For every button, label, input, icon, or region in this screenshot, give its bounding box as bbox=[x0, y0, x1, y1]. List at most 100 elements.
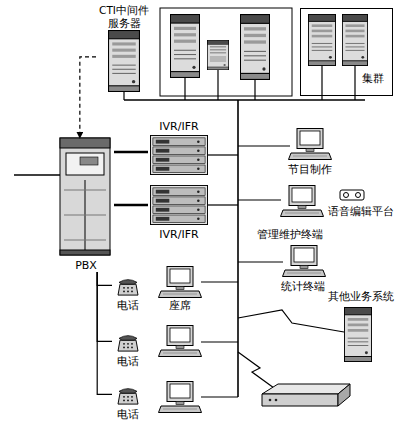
wireless-link bbox=[238, 310, 344, 332]
tape-body bbox=[340, 190, 364, 200]
router-top bbox=[262, 384, 350, 394]
phones bbox=[118, 280, 138, 404]
pbx-cabinet bbox=[60, 138, 110, 255]
wire bbox=[217, 70, 218, 100]
server-icon bbox=[342, 14, 367, 65]
server-icon bbox=[207, 40, 228, 70]
connector bbox=[114, 204, 148, 207]
text-holder: 集群 bbox=[301, 9, 392, 95]
text-holder: 电话 bbox=[112, 383, 144, 421]
text-holder: IVR/IFR bbox=[148, 120, 210, 178]
node-label: 电话 bbox=[117, 299, 139, 312]
ivr-racks bbox=[150, 135, 207, 224]
wire bbox=[208, 204, 238, 205]
phone-icon bbox=[118, 280, 138, 295]
text-holder: 其他业务系统 bbox=[324, 290, 398, 364]
server-icon bbox=[344, 307, 371, 361]
router-led bbox=[275, 399, 278, 402]
wire bbox=[208, 154, 238, 155]
connector bbox=[97, 272, 112, 394]
wire bbox=[201, 341, 238, 342]
server-icon bbox=[109, 31, 140, 92]
tape-node: 语音编辑平台 bbox=[326, 188, 396, 218]
text-holder: 统计终端 bbox=[275, 243, 331, 293]
trunk-line bbox=[14, 174, 60, 176]
terminal-node: 管理维护终端 bbox=[256, 183, 324, 241]
node-label: PBX bbox=[75, 259, 97, 272]
wire bbox=[238, 145, 290, 146]
server-group-box bbox=[160, 8, 292, 96]
phone-icon bbox=[118, 336, 138, 351]
text-holder: 语音编辑平台 bbox=[326, 188, 396, 218]
wire bbox=[201, 281, 238, 282]
node-label: 语音编辑平台 bbox=[328, 205, 394, 218]
text-holder: 节目制作 bbox=[280, 126, 340, 176]
server-icon bbox=[308, 14, 335, 65]
terminal-icon bbox=[159, 267, 202, 298]
connector bbox=[97, 272, 112, 341]
wireless-link bbox=[238, 352, 274, 388]
phone-node: 电话 bbox=[112, 330, 144, 368]
terminal-node: 节目制作 bbox=[280, 126, 340, 176]
cabinet-body bbox=[60, 138, 110, 255]
text-holder: PBX bbox=[58, 138, 114, 272]
cabinet-line bbox=[64, 215, 106, 216]
wire bbox=[123, 92, 124, 100]
terminal-icon bbox=[159, 326, 202, 357]
cabinet-base bbox=[60, 250, 110, 255]
wire bbox=[354, 66, 355, 100]
node-label: 统计终端 bbox=[281, 280, 325, 293]
wire bbox=[201, 396, 238, 397]
terminal-icon bbox=[283, 246, 326, 277]
node-label: 座席 bbox=[169, 299, 191, 312]
phone-icon bbox=[118, 389, 138, 404]
cabinet-top bbox=[60, 138, 110, 148]
node-label: IVR/IFR bbox=[159, 228, 198, 241]
terminals bbox=[159, 129, 332, 413]
tape-reel bbox=[356, 193, 361, 198]
terminal-icon bbox=[289, 129, 332, 160]
router-front bbox=[262, 394, 338, 406]
wire bbox=[238, 199, 281, 200]
terminal-node: 统计终端 bbox=[275, 243, 331, 293]
node-label: 其他业务系统 bbox=[328, 290, 394, 303]
wire bbox=[321, 66, 322, 100]
text-holder: 座席 bbox=[155, 264, 205, 312]
group-outline bbox=[160, 8, 292, 96]
cabinet-line bbox=[64, 240, 106, 241]
text-holder: CTI中间件服务器 bbox=[96, 4, 152, 92]
ivr-node: IVR/IFR bbox=[148, 120, 210, 178]
router-led bbox=[269, 399, 272, 402]
server-icon bbox=[171, 15, 200, 78]
tape-icon bbox=[340, 190, 364, 200]
tape-reel bbox=[344, 193, 349, 198]
text-holder: 电话 bbox=[112, 330, 144, 368]
connector bbox=[114, 151, 148, 154]
wire bbox=[254, 80, 255, 100]
cluster-box: 集群 bbox=[300, 8, 393, 96]
node-label: CTI中间件服务器 bbox=[96, 4, 152, 30]
terminal-icon bbox=[281, 186, 324, 217]
ivr-rack bbox=[150, 185, 207, 224]
node-label: IVR/IFR bbox=[159, 120, 198, 133]
node-label: 电话 bbox=[117, 408, 139, 421]
ivr-rack bbox=[150, 135, 207, 174]
text-holder: IVR/IFR bbox=[148, 183, 210, 241]
cabinet-display bbox=[80, 157, 98, 165]
wire bbox=[238, 261, 283, 262]
text-holder: 电话 bbox=[112, 274, 144, 312]
router-side bbox=[338, 384, 350, 406]
cabinet-line bbox=[64, 190, 106, 191]
router-icon bbox=[262, 384, 350, 406]
ivr-node: IVR/IFR bbox=[148, 183, 210, 241]
bus-line bbox=[124, 99, 365, 101]
cabinet-panel bbox=[66, 153, 104, 175]
terminal-icon bbox=[159, 382, 202, 413]
server-node: CTI中间件服务器 bbox=[96, 4, 152, 92]
connector bbox=[80, 57, 96, 138]
wire bbox=[184, 78, 185, 100]
node-label: 电话 bbox=[117, 355, 139, 368]
bus-wires bbox=[14, 66, 365, 397]
connector bbox=[97, 272, 112, 285]
text-holder: 管理维护终端 bbox=[256, 183, 324, 241]
